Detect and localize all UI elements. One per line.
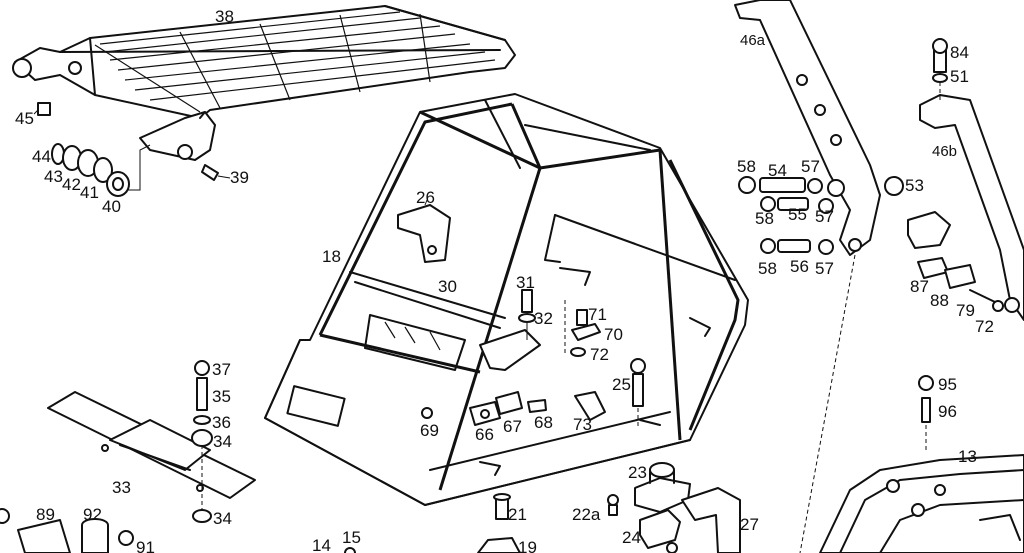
label-33: 33 <box>112 478 131 497</box>
label-25: 25 <box>612 375 631 394</box>
label-43: 43 <box>44 167 63 186</box>
label-72-upper: 72 <box>590 345 609 364</box>
label-24: 24 <box>622 528 641 547</box>
label-73: 73 <box>573 415 592 434</box>
label-84: 84 <box>950 43 969 62</box>
label-72-right: 72 <box>975 317 994 336</box>
label-68: 68 <box>534 413 553 432</box>
label-36: 36 <box>212 413 231 432</box>
label-51: 51 <box>950 67 969 86</box>
label-22a: 22a <box>572 505 601 524</box>
base-frame-part-13 <box>819 454 1024 553</box>
label-31: 31 <box>516 273 535 292</box>
label-21: 21 <box>508 505 527 524</box>
label-46a: 46a <box>740 32 766 49</box>
label-69: 69 <box>420 421 439 440</box>
label-57-bottom: 57 <box>815 259 834 278</box>
bracket-part-26 <box>397 199 451 263</box>
mount-part-19 <box>477 537 521 553</box>
label-66: 66 <box>475 425 494 444</box>
clamp-parts-66-69-73 <box>421 391 606 426</box>
label-45: 45 <box>15 109 34 128</box>
bolts-parts-31-32-70-71-72 <box>518 289 601 357</box>
rubber-mount-part-24 <box>639 509 681 549</box>
label-57-top: 57 <box>801 157 820 176</box>
eye-bolt-parts-95-96 <box>918 375 934 450</box>
bolt-part-21 <box>493 493 511 520</box>
pins-parts-53-58 <box>738 176 904 553</box>
hinge-arm-part-46b <box>919 38 1024 321</box>
label-71: 71 <box>588 305 607 324</box>
label-87: 87 <box>910 277 929 296</box>
label-14: 14 <box>312 536 331 553</box>
label-58-bottom: 58 <box>758 259 777 278</box>
label-30: 30 <box>438 277 457 296</box>
label-32: 32 <box>534 309 553 328</box>
label-38: 38 <box>215 7 234 26</box>
label-89: 89 <box>36 505 55 524</box>
label-34-lower: 34 <box>213 509 232 528</box>
label-39: 39 <box>230 168 249 187</box>
label-37: 37 <box>212 360 231 379</box>
label-95: 95 <box>938 375 957 394</box>
bolt-stack-parts-34-37 <box>191 360 213 523</box>
label-18: 18 <box>322 247 341 266</box>
label-91: 91 <box>136 538 155 553</box>
bushing-stack-parts-40-45 <box>33 102 231 197</box>
label-44: 44 <box>32 147 51 166</box>
bolt-part-22a <box>607 494 619 516</box>
label-41: 41 <box>80 183 99 202</box>
label-13: 13 <box>958 447 977 466</box>
label-15: 15 <box>342 528 361 547</box>
bracket-part-27 <box>681 487 741 553</box>
label-46b: 46b <box>932 143 957 160</box>
label-23: 23 <box>628 463 647 482</box>
label-79: 79 <box>956 301 975 320</box>
label-42: 42 <box>62 175 81 194</box>
label-88: 88 <box>930 291 949 310</box>
part-labels: 38 46a 84 51 46b 45 44 43 42 41 40 39 26… <box>15 7 994 553</box>
fittings-parts-14-15-89-92 <box>0 508 678 553</box>
label-55: 55 <box>788 205 807 224</box>
label-34-upper: 34 <box>213 432 232 451</box>
label-96: 96 <box>938 402 957 421</box>
label-27: 27 <box>740 515 759 534</box>
label-54: 54 <box>768 161 787 180</box>
label-26: 26 <box>416 188 435 207</box>
label-40: 40 <box>102 197 121 216</box>
label-35: 35 <box>212 387 231 406</box>
label-92: 92 <box>83 505 102 524</box>
label-53: 53 <box>905 176 924 195</box>
label-70: 70 <box>604 325 623 344</box>
label-56: 56 <box>790 257 809 276</box>
bolt-part-25 <box>630 358 646 428</box>
mounting-plate-part-33 <box>47 391 256 499</box>
roof-rack-part-38 <box>12 5 516 161</box>
label-19: 19 <box>518 538 537 553</box>
label-67: 67 <box>503 417 522 436</box>
label-57-middle: 57 <box>815 207 834 226</box>
label-58-middle: 58 <box>755 209 774 228</box>
label-58-top: 58 <box>737 157 756 176</box>
latch-parts-72-79-87-88 <box>907 211 1004 312</box>
cab-frame-part-18 <box>264 93 749 506</box>
